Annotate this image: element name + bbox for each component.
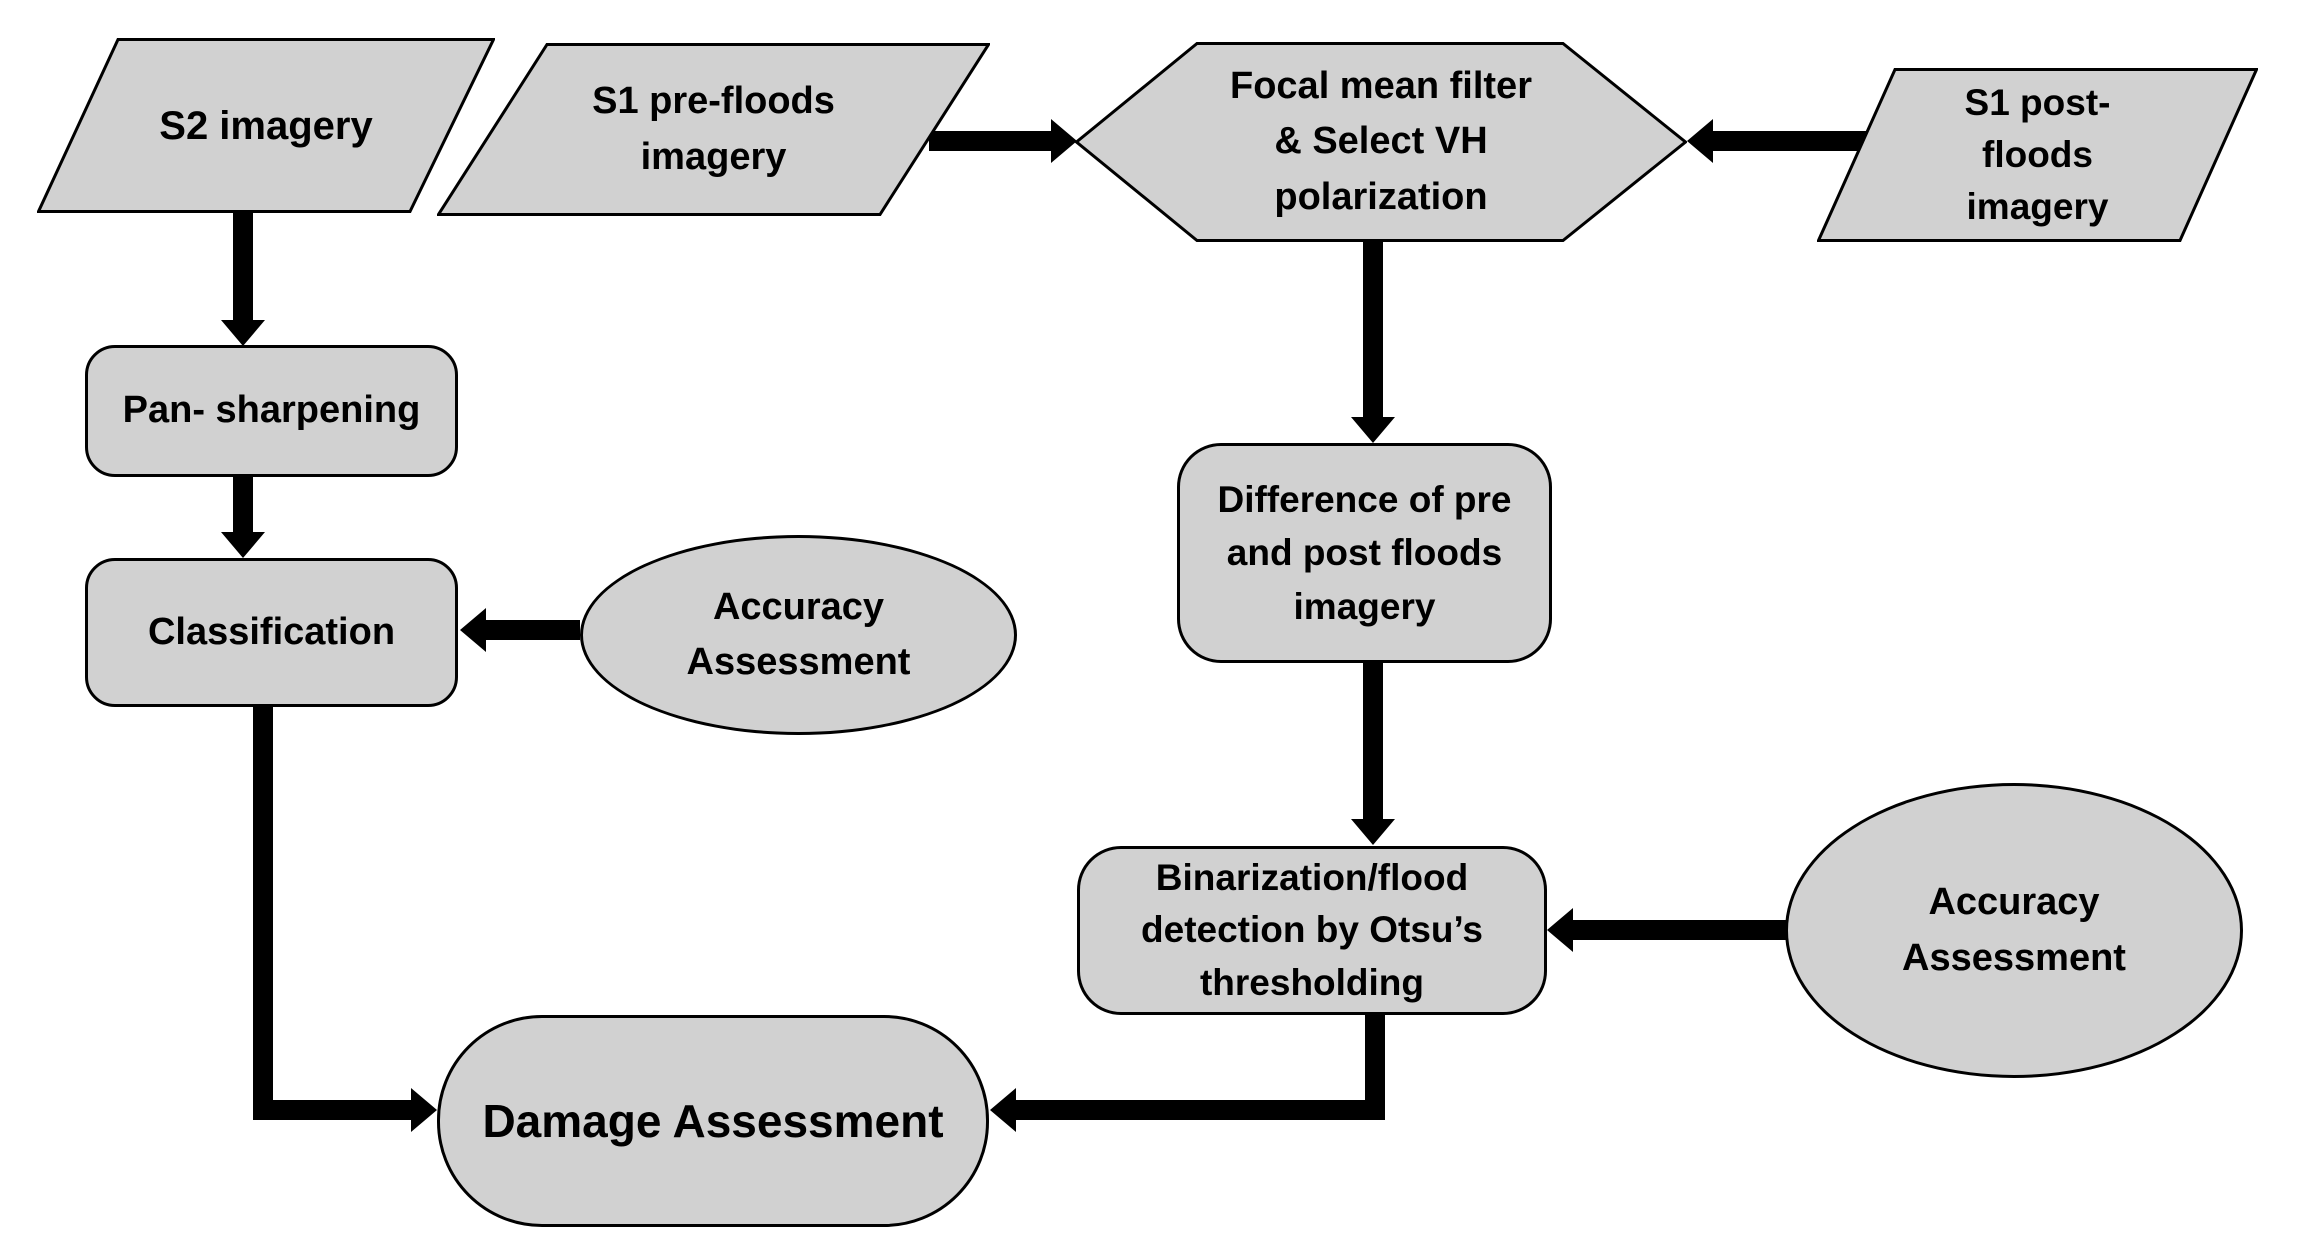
arrow-difference-to-binarization — [1351, 663, 1395, 845]
node-pan-sharpening: Pan- sharpening — [85, 345, 458, 477]
arrow-accuracy-left-to-classification — [460, 608, 580, 652]
parallelogram-shape — [437, 43, 990, 216]
node-label: Binarization/flood detection by Otsu’s t… — [1141, 856, 1483, 1003]
node-label: Accuracy Assessment — [686, 585, 911, 683]
parallelogram-shape — [1817, 68, 2258, 242]
node-damage-assessment: Damage Assessment — [437, 1015, 989, 1227]
node-label: Pan- sharpening — [122, 389, 421, 432]
arrow-accuracy-right-to-binarization — [1547, 908, 1786, 952]
node-accuracy-assessment-right: Accuracy Assessment — [1785, 783, 2243, 1078]
arrow-s1post-to-focalfilter — [1687, 119, 1872, 163]
node-label: S1 post- floods imagery — [1964, 82, 2111, 227]
node-label: Accuracy Assessment — [1902, 881, 2126, 979]
node-s1-pre-floods-imagery: S1 pre-floods imagery — [437, 43, 990, 216]
arrow-pansharpening-to-classification — [221, 477, 265, 558]
node-label: S1 pre-floods imagery — [592, 80, 835, 178]
node-label: S2 imagery — [159, 103, 373, 148]
arrow-binarization-to-damage — [990, 1015, 1385, 1132]
node-s1-post-floods-imagery: S1 post- floods imagery — [1817, 68, 2258, 242]
hexagon-shape — [1075, 42, 1687, 242]
arrow-focalfilter-to-difference — [1351, 242, 1395, 443]
arrow-s2-to-pansharpening — [221, 213, 265, 346]
node-accuracy-assessment-left: Accuracy Assessment — [580, 535, 1017, 735]
node-label: Classification — [147, 610, 396, 653]
node-focal-mean-filter: Focal mean filter & Select VH polarizati… — [1075, 42, 1687, 242]
parallelogram-shape — [37, 38, 495, 213]
node-difference-pre-post: Difference of pre and post floods imager… — [1177, 443, 1552, 663]
arrow-s1pre-to-focalfilter — [929, 119, 1077, 163]
arrow-classification-to-damage — [253, 700, 437, 1132]
node-binarization-otsu: Binarization/flood detection by Otsu’s t… — [1077, 846, 1547, 1015]
node-label: Focal mean filter & Select VH polarizati… — [1230, 65, 1532, 218]
node-classification: Classification — [85, 558, 458, 707]
node-label: Difference of pre and post floods imager… — [1217, 478, 1512, 627]
node-label: Damage Assessment — [482, 1094, 944, 1147]
node-s2-imagery: S2 imagery — [37, 38, 495, 213]
